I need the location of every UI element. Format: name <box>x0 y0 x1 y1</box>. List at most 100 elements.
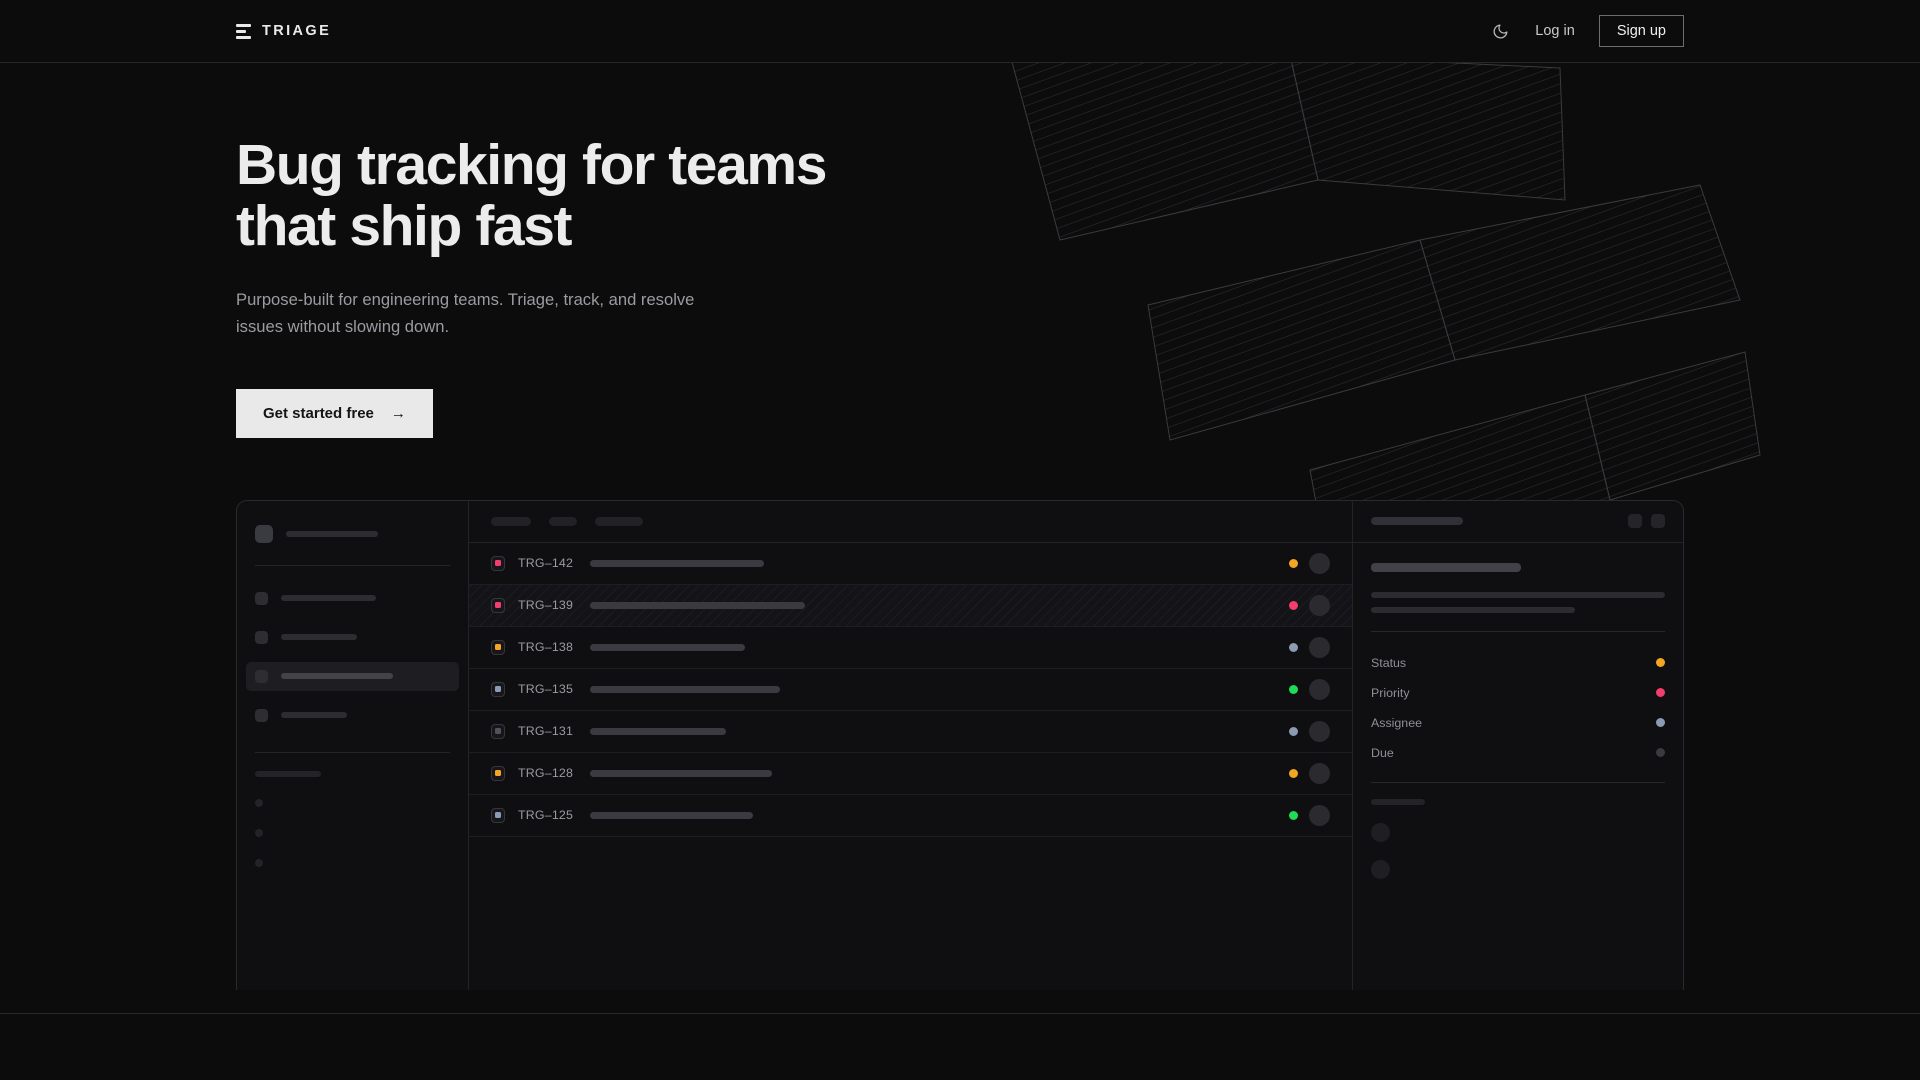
detail-divider <box>1371 630 1665 632</box>
sidebar-item-icon <box>255 708 268 722</box>
table-row[interactable]: TRG–138 <box>469 627 1352 669</box>
toolbar-chip-2[interactable] <box>595 516 643 526</box>
activity-avatars <box>1371 822 1665 879</box>
issue-title-skeleton <box>590 727 726 735</box>
priority-icon[interactable] <box>491 681 505 697</box>
priority-icon[interactable] <box>491 597 505 613</box>
metadata-value-dot <box>1656 658 1665 668</box>
priority-icon[interactable] <box>491 723 505 739</box>
activity-avatar[interactable] <box>1371 822 1390 842</box>
mockup-sidebar <box>237 500 469 990</box>
sidebar-mini-item[interactable] <box>255 828 263 837</box>
table-row[interactable]: TRG–131 <box>469 711 1352 753</box>
sidebar-mini-item[interactable] <box>255 858 263 867</box>
avatar[interactable] <box>1309 720 1330 742</box>
toolbar-chip-1[interactable] <box>549 516 577 526</box>
metadata-label: Assignee <box>1371 715 1422 730</box>
row-meta <box>1289 762 1330 784</box>
table-row[interactable]: TRG–135 <box>469 669 1352 711</box>
status-badge[interactable] <box>1289 810 1298 820</box>
priority-icon[interactable] <box>491 765 505 781</box>
table-row[interactable]: TRG–139 <box>469 584 1352 627</box>
status-badge[interactable] <box>1289 642 1298 652</box>
detail-header-icon-buttons <box>1628 514 1665 529</box>
sidebar-item-label-skeleton <box>281 595 376 602</box>
metadata-value-dot <box>1656 748 1665 758</box>
priority-icon[interactable] <box>491 555 505 571</box>
metadata-row-assignee[interactable]: Assignee <box>1371 708 1665 738</box>
row-meta <box>1289 720 1330 742</box>
workspace-label-skeleton <box>286 530 378 537</box>
row-meta <box>1289 804 1330 826</box>
detail-body-line <box>1371 591 1665 598</box>
site-header: TRIAGE Log in Sign up <box>0 0 1920 63</box>
activity-label-skeleton <box>1371 798 1425 805</box>
detail-divider-2 <box>1371 781 1665 783</box>
status-badge[interactable] <box>1289 768 1298 778</box>
metadata-label: Status <box>1371 655 1407 670</box>
table-row[interactable]: TRG–128 <box>469 753 1352 795</box>
sidebar-divider-2 <box>255 751 450 753</box>
moon-icon[interactable] <box>1489 20 1511 42</box>
metadata-label: Priority <box>1371 685 1410 700</box>
sidebar-item-3[interactable] <box>246 701 459 730</box>
status-badge[interactable] <box>1289 726 1298 736</box>
stacked-bars-logo-icon <box>236 23 251 39</box>
sidebar-item-label-skeleton <box>281 712 347 719</box>
header-actions: Log in Sign up <box>1489 15 1684 47</box>
detail-body-line <box>1371 606 1575 613</box>
detail-body-skeleton-lines <box>1371 591 1665 613</box>
arrow-right-icon: → <box>390 404 406 422</box>
issue-id: TRG–142 <box>518 556 574 571</box>
sidebar-item-1[interactable] <box>246 623 459 652</box>
avatar[interactable] <box>1309 762 1330 784</box>
table-row[interactable]: TRG–125 <box>469 795 1352 837</box>
avatar[interactable] <box>1309 594 1330 616</box>
issue-id: TRG–131 <box>518 724 574 739</box>
login-link[interactable]: Log in <box>1535 23 1575 39</box>
issue-id: TRG–125 <box>518 808 574 823</box>
toolbar-chip-0[interactable] <box>491 516 531 526</box>
avatar[interactable] <box>1309 804 1330 826</box>
hero-subheadline: Purpose-built for engineering teams. Tri… <box>236 289 695 336</box>
detail-title-skeleton <box>1371 562 1521 572</box>
detail-icon-button-1[interactable] <box>1651 514 1665 529</box>
sidebar-mini-item[interactable] <box>255 798 263 807</box>
sidebar-mini-items <box>255 798 450 867</box>
activity-avatar[interactable] <box>1371 859 1390 879</box>
sidebar-nav <box>246 584 459 730</box>
metadata-row-priority[interactable]: Priority <box>1371 678 1665 708</box>
avatar[interactable] <box>1309 552 1330 574</box>
avatar[interactable] <box>1309 678 1330 700</box>
issue-title-skeleton <box>590 643 745 651</box>
sidebar-item-icon <box>255 630 268 644</box>
detail-icon-button-0[interactable] <box>1628 514 1642 529</box>
row-meta <box>1289 678 1330 700</box>
issue-title-skeleton <box>590 559 764 567</box>
get-started-button[interactable]: Get started free → <box>236 388 433 438</box>
sidebar-item-label-skeleton <box>281 634 357 641</box>
table-row[interactable]: TRG–142 <box>469 543 1352 585</box>
priority-icon[interactable] <box>491 807 505 823</box>
workspace-switcher[interactable] <box>255 519 450 543</box>
sidebar-divider <box>255 564 450 566</box>
avatar[interactable] <box>1309 636 1330 658</box>
brand-logo[interactable]: TRIAGE <box>236 23 331 39</box>
status-badge[interactable] <box>1289 684 1298 694</box>
metadata-row-status[interactable]: Status <box>1371 648 1665 678</box>
sidebar-item-2[interactable] <box>246 661 459 691</box>
status-badge[interactable] <box>1289 600 1298 610</box>
priority-icon[interactable] <box>491 639 505 655</box>
brand-name: TRIAGE <box>262 23 332 39</box>
metadata-row-due[interactable]: Due <box>1371 738 1665 768</box>
status-badge[interactable] <box>1289 558 1298 568</box>
signup-button[interactable]: Sign up <box>1598 15 1684 47</box>
sidebar-item-0[interactable] <box>246 584 459 613</box>
